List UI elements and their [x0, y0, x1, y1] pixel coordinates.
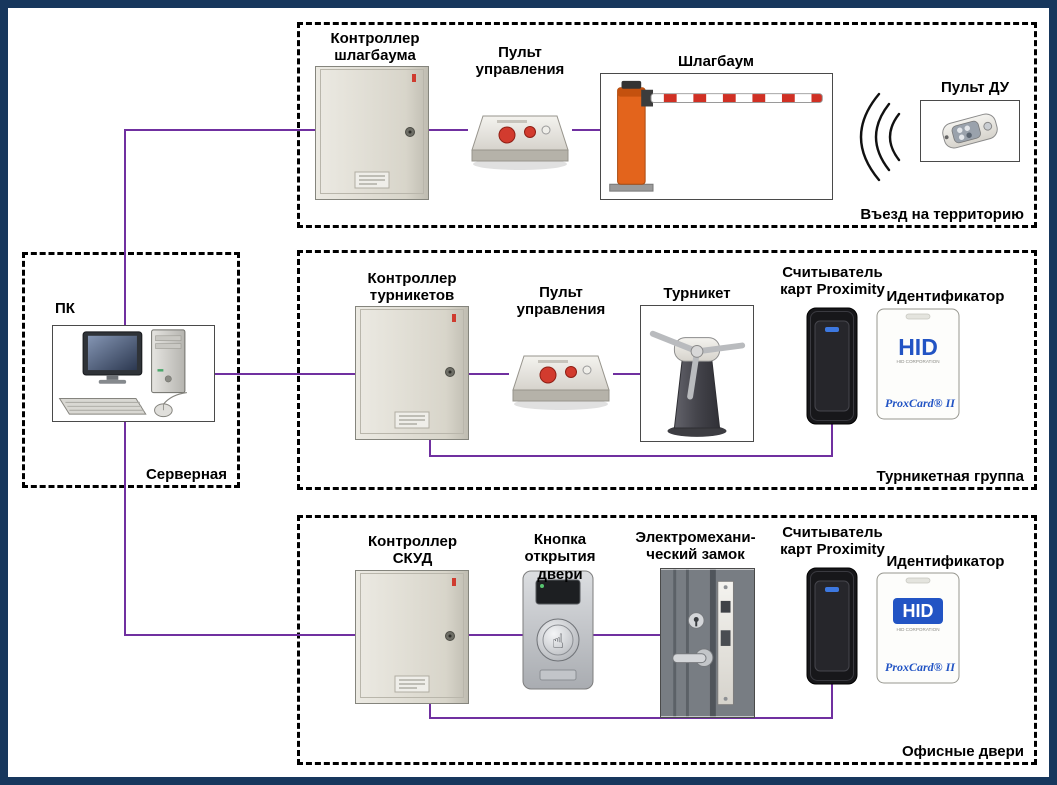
wire-reader1-rise	[831, 424, 833, 457]
group-entry-label: Въезд на территорию	[860, 206, 1024, 223]
wire-barrier-ctrl-to-panel	[429, 129, 468, 131]
wire-acs-ctrl-to-button	[468, 634, 523, 636]
wire-turn-ctrl-to-panel	[468, 373, 509, 375]
turnstile-control-panel-label: Пульт управления	[516, 284, 606, 319]
control-panel-icon	[512, 355, 610, 410]
card-reader-icon	[806, 567, 858, 685]
barrier-boom	[650, 93, 823, 104]
wire-turn-ctrl-drop	[429, 438, 431, 457]
wire-panel-to-turnstile	[613, 373, 641, 375]
wire-panel-to-barrier	[572, 129, 601, 131]
card-reader-icon	[806, 307, 858, 425]
acs-controller-cabinet	[355, 570, 469, 704]
wire-button-to-lock	[593, 634, 661, 636]
door-button-icon: ☝	[522, 570, 594, 690]
hid-logo-text: HID	[898, 334, 938, 360]
group-turnstile: Турникетная группа	[297, 250, 1037, 490]
red-button	[498, 126, 516, 144]
identifier-card-1: HID HID CORPORATION ProxCard® II	[876, 308, 960, 420]
entry-control-panel	[467, 90, 573, 175]
proxcard-icon: HID HID CORPORATION ProxCard® II	[876, 308, 960, 420]
hid-logo-text: HID	[903, 601, 934, 621]
red-button-small	[524, 126, 536, 138]
proxcard-model-text: ProxCard® II	[885, 396, 956, 410]
wire-acs-ctrl-to-reader-h	[429, 717, 833, 719]
control-panel-icon	[471, 115, 569, 170]
controller-cabinet-icon	[355, 570, 469, 704]
barrier-controller-label: Контроллер шлагбаума	[330, 30, 420, 65]
controller-cabinet-icon	[355, 306, 469, 440]
turnstile-controller-cabinet	[355, 306, 469, 440]
group-doors: Офисные двери	[297, 515, 1037, 765]
wire-to-barrier-controller	[124, 129, 316, 131]
pc-box	[52, 325, 215, 422]
turnstile-icon	[649, 330, 746, 437]
wire-pc-to-turnstile-controller	[215, 373, 355, 375]
wire-reader2-rise	[831, 684, 833, 719]
proxcard-model-text: ProxCard® II	[885, 660, 956, 674]
turnstile-control-panel	[508, 330, 614, 415]
entry-control-panel-label: Пульт управления	[475, 44, 565, 79]
hid-sub-text: HID CORPORATION	[896, 359, 939, 364]
identifier2-label: Идентификатор	[886, 553, 1005, 570]
card-reader-1	[806, 307, 858, 425]
electromechanical-lock-icon	[661, 569, 754, 717]
door-button-label: Кнопка открытия двери	[524, 531, 596, 583]
group-server-label: Серверная	[145, 466, 227, 483]
barrier-controller-cabinet	[315, 66, 429, 200]
led-indicator	[412, 74, 416, 82]
door-handle	[672, 653, 707, 664]
group-entry: Въезд на территорию	[297, 22, 1037, 228]
identifier1-label: Идентификатор	[886, 288, 1005, 305]
card-reader-2	[806, 567, 858, 685]
lock-box	[660, 568, 755, 718]
group-turnstile-label: Турникетная группа	[876, 468, 1024, 485]
barrier-box	[600, 73, 833, 200]
wire-acs-ctrl-drop	[429, 702, 431, 719]
hand-icon: ☝	[552, 629, 564, 653]
acs-controller-label: Контроллер СКУД	[367, 533, 458, 568]
wire-turn-ctrl-to-reader-h	[429, 455, 833, 457]
identifier-card-2: HID HID CORPORATION ProxCard® II	[876, 572, 960, 684]
barrier-label: Шлагбаум	[677, 53, 755, 70]
remote-icon	[942, 113, 998, 149]
proxcard-icon: HID HID CORPORATION ProxCard® II	[876, 572, 960, 684]
barrier-icon	[609, 80, 823, 192]
remote-box	[920, 100, 1020, 162]
turnstile-label: Турникет	[663, 285, 731, 302]
controller-cabinet-icon	[315, 66, 429, 200]
reader-led	[825, 327, 839, 332]
pc-label: ПК	[55, 300, 75, 317]
group-server: Серверная	[22, 252, 240, 488]
remote-label: Пульт ДУ	[940, 79, 1010, 96]
turnstile-controller-label: Контроллер турникетов	[367, 270, 457, 305]
lock-label: Электромехани- ческий замок	[635, 529, 756, 564]
wire-to-acs-controller	[124, 634, 356, 636]
pc-icon	[58, 329, 187, 418]
reader2-label: Считыватель карт Proximity	[780, 524, 885, 559]
white-button	[541, 125, 551, 135]
reader1-label: Считыватель карт Proximity	[780, 264, 885, 299]
group-doors-label: Офисные двери	[901, 743, 1024, 760]
door-open-button: ☝	[522, 570, 594, 690]
hid-sub-text: HID CORPORATION	[896, 627, 939, 632]
turnstile-box	[640, 305, 754, 442]
radio-waves-icon	[859, 92, 901, 182]
